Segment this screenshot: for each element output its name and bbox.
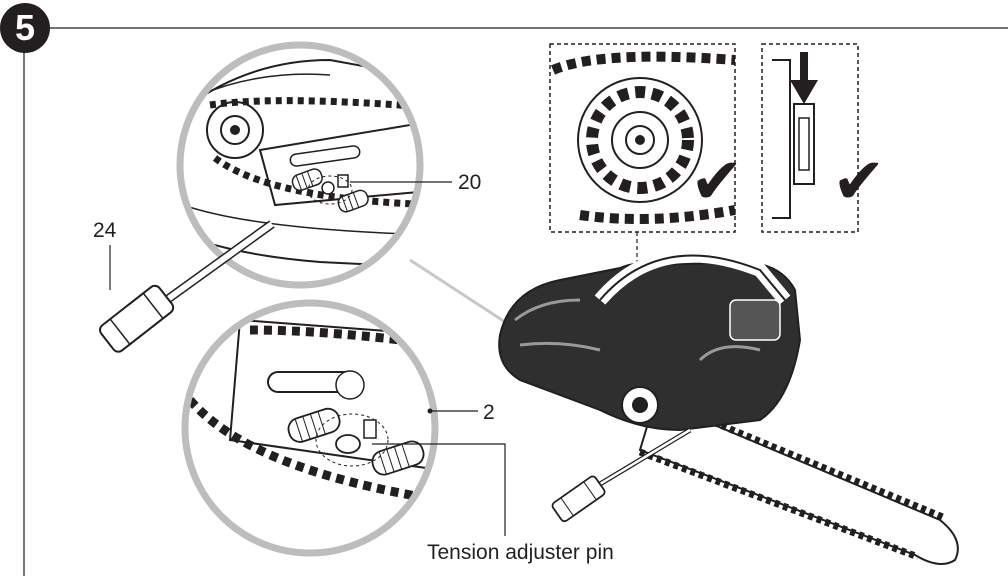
checkmark-icon: ✔ (832, 145, 886, 219)
checkmark-icon: ✔ (690, 145, 744, 219)
label-tool: 24 (93, 219, 117, 242)
label-tension-adjuster-pin: Tension adjuster pin (427, 541, 614, 564)
t-tool-large (98, 220, 275, 353)
label-guide-bar: 2 (483, 401, 495, 424)
chainsaw-illustration (498, 248, 959, 565)
label-adjuster-screw: 20 (458, 171, 482, 194)
step-number-badge: 5 (0, 3, 50, 53)
detail-circle-top (176, 41, 452, 289)
inset-sprocket (549, 43, 736, 300)
detail-circle-bottom (181, 299, 506, 557)
inset-bar-profile (761, 43, 859, 233)
